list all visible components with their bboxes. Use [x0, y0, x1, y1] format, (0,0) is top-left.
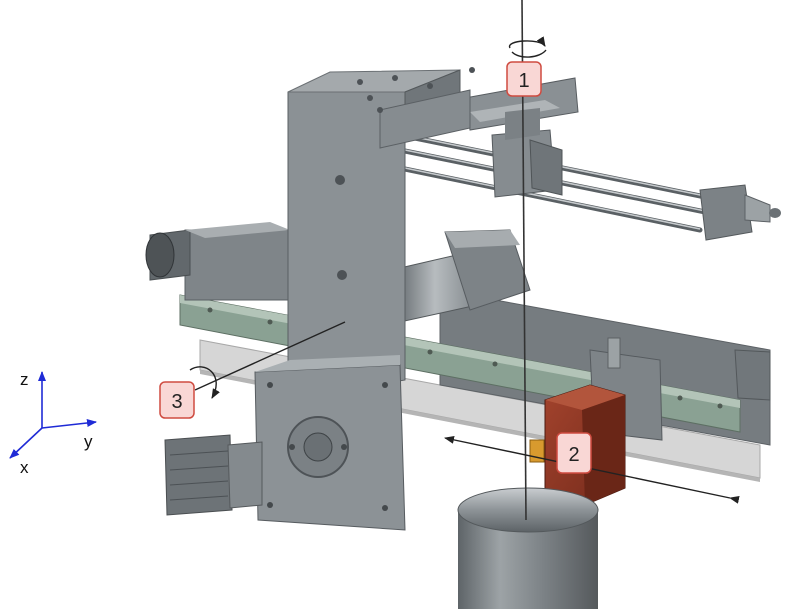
callout-2-label: 2: [568, 444, 579, 466]
stepper-motor: [164, 434, 263, 516]
z-axis-label: z: [20, 370, 29, 389]
x-axis-label: x: [20, 458, 29, 477]
callout-3: 3: [159, 381, 195, 419]
y-axis-label: y: [84, 432, 93, 451]
center-cylinder: [399, 229, 531, 323]
vertical-column: [287, 67, 475, 401]
right-end-bracket: [699, 184, 781, 241]
rear-motor-housing: [145, 222, 291, 301]
coordinate-axes: [9, 371, 97, 459]
x-axis: [9, 427, 43, 459]
y-axis: [41, 419, 97, 429]
callout-3-label: 3: [171, 391, 182, 413]
leader-line-3: [194, 321, 346, 391]
rotation-arrow-1: [509, 36, 547, 58]
rotation-arrow-3: [189, 366, 220, 399]
callout-1-label: 1: [518, 70, 529, 92]
spindle-post: [457, 487, 599, 609]
callout-1: 1: [506, 61, 542, 97]
front-gearbox: [254, 355, 406, 531]
callout-2: 2: [556, 432, 592, 474]
